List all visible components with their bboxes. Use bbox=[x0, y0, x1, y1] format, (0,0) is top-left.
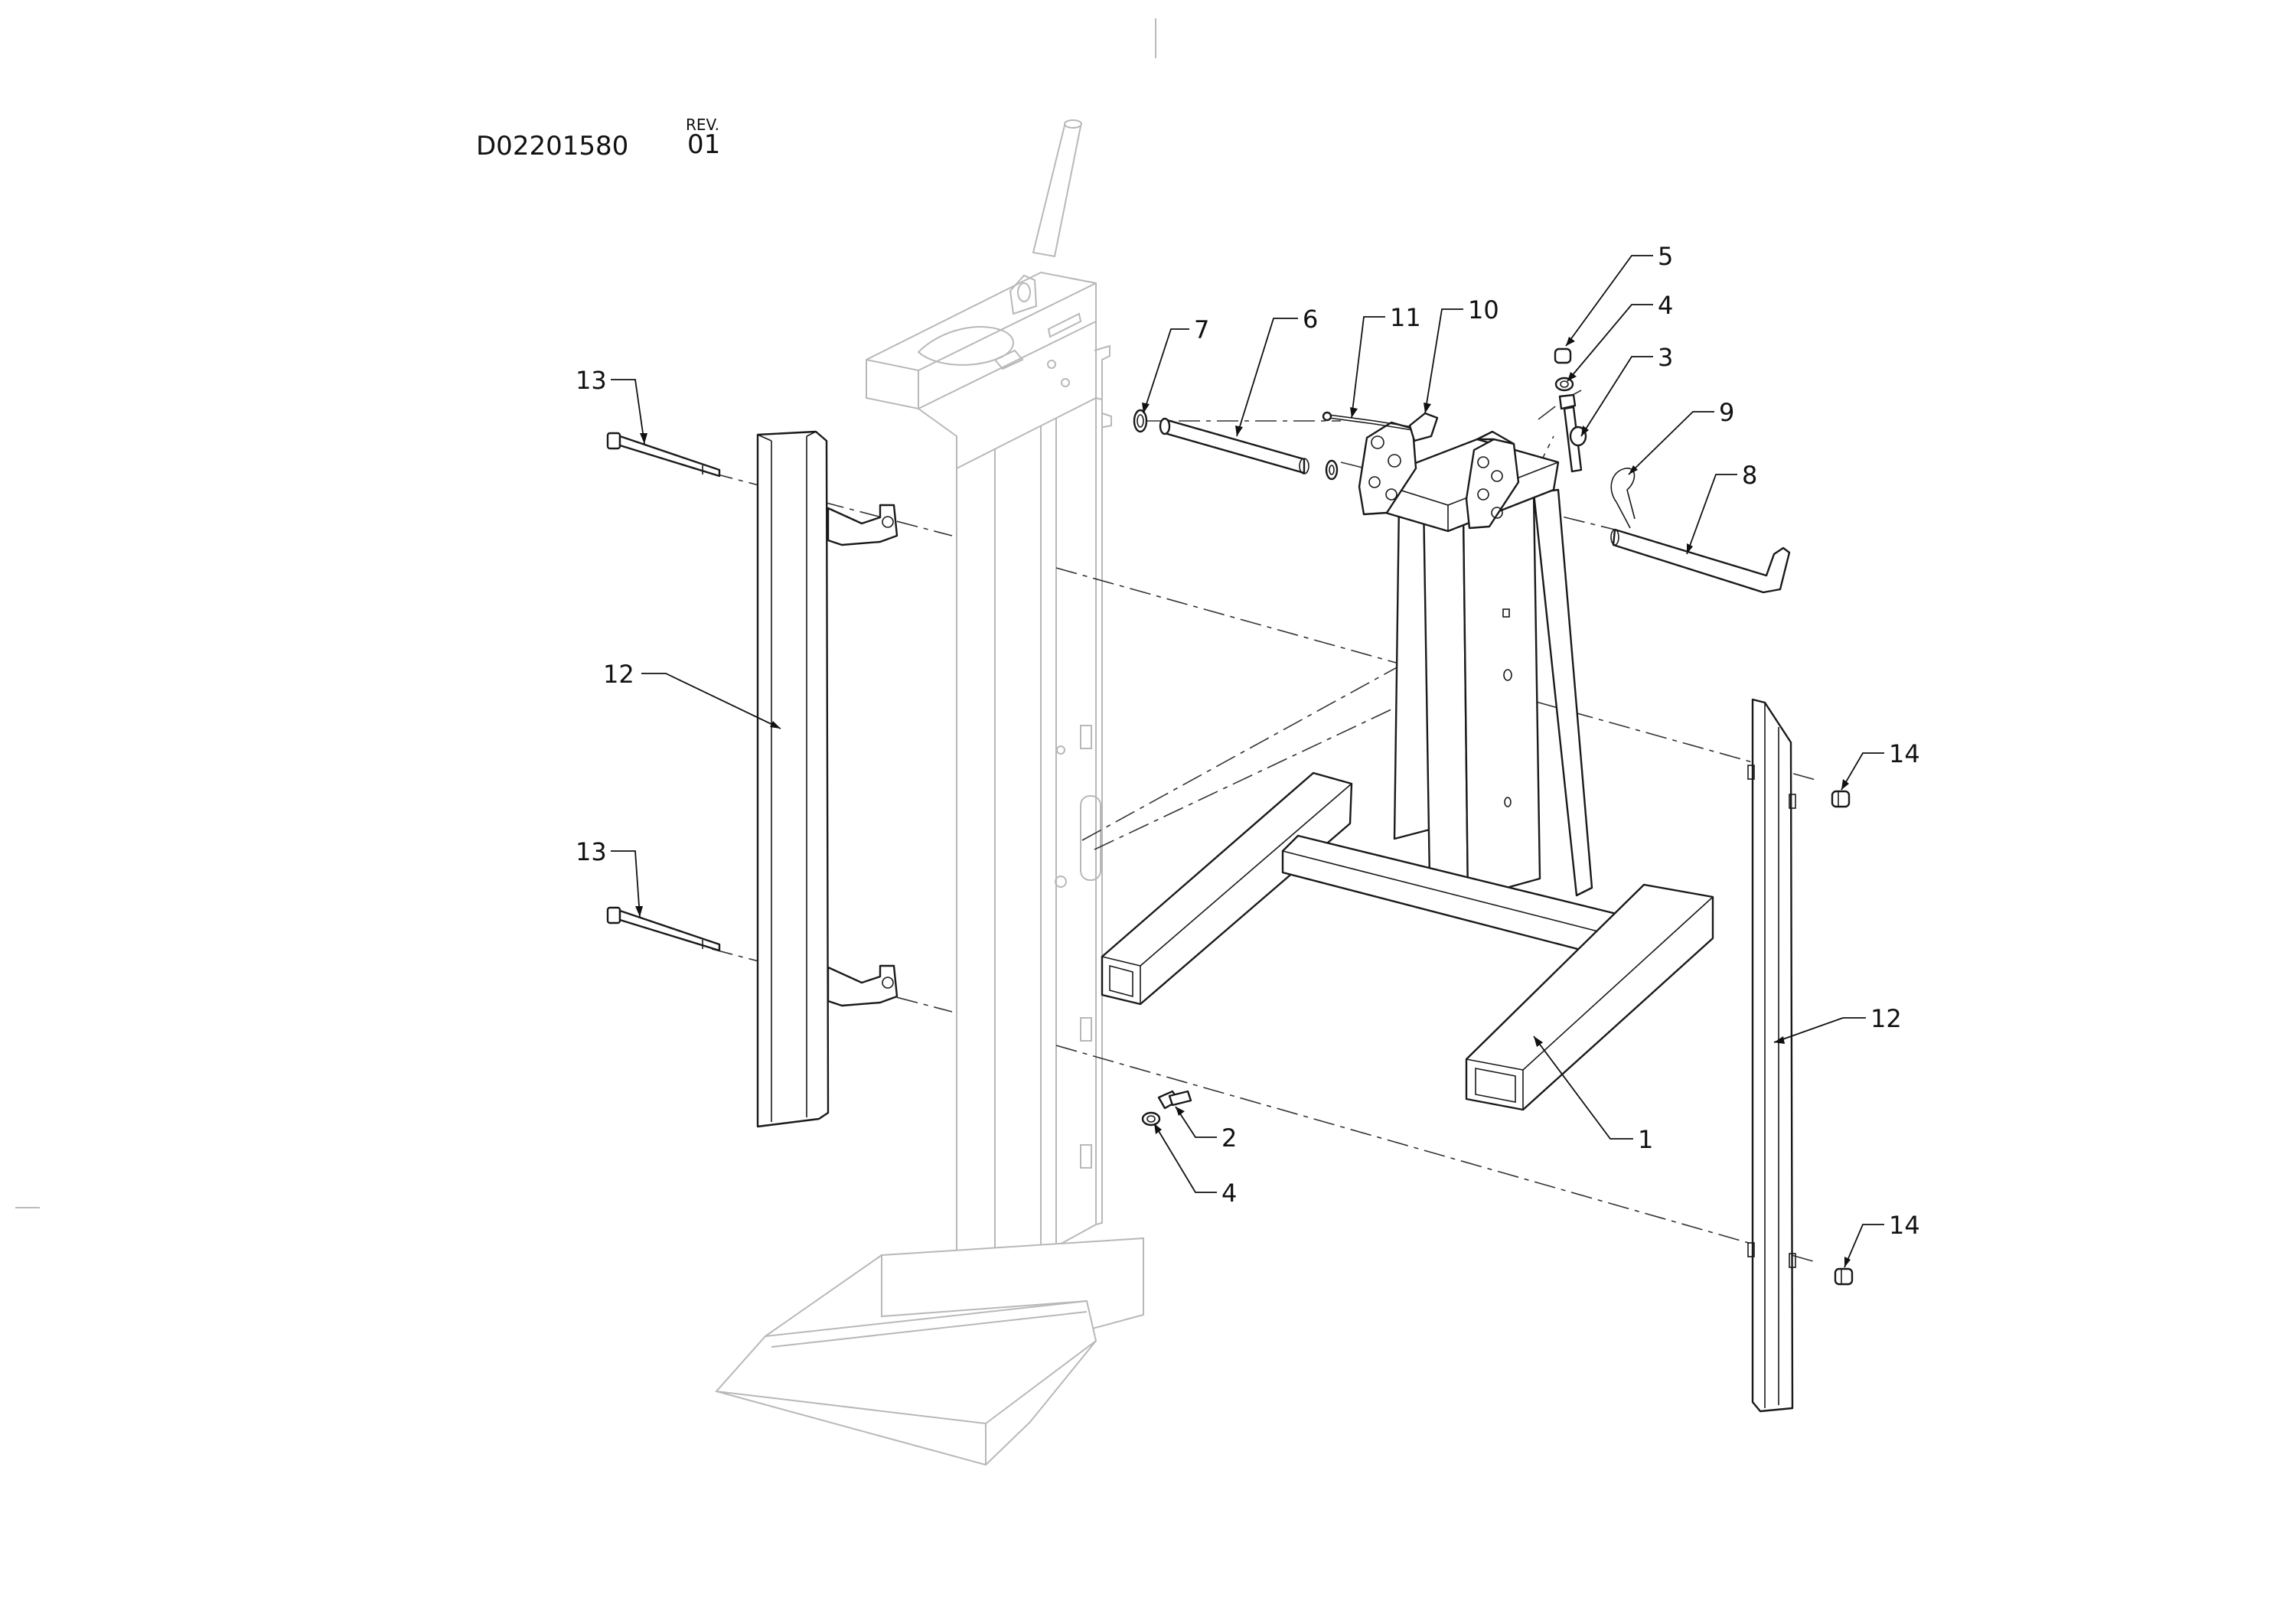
part-13-bolt-lower bbox=[606, 906, 721, 952]
part-12-right-guard bbox=[1747, 698, 1796, 1413]
callout-4-lower: 4 bbox=[1221, 1179, 1237, 1208]
callout-2: 2 bbox=[1221, 1123, 1237, 1153]
leaders bbox=[611, 255, 1884, 1268]
part-6-pin bbox=[1159, 417, 1309, 474]
part-4-washer-lower bbox=[1141, 1111, 1161, 1127]
callout-8: 8 bbox=[1742, 461, 1757, 490]
callout-7: 7 bbox=[1194, 315, 1209, 344]
ring-near-pin bbox=[1325, 459, 1339, 481]
part-14-nut-upper bbox=[1831, 790, 1851, 808]
callout-9: 9 bbox=[1719, 398, 1734, 427]
callout-13-lower: 13 bbox=[576, 837, 607, 866]
part-10-clip bbox=[1408, 412, 1439, 442]
part-8-l-pin bbox=[1610, 528, 1791, 594]
callout-10: 10 bbox=[1468, 295, 1499, 324]
callout-12-right: 12 bbox=[1870, 1004, 1902, 1033]
callout-labels: 1 2 3 4 4 5 6 7 8 9 10 11 12 12 13 13 14… bbox=[576, 242, 1920, 1240]
part-9-hitch-clip bbox=[1610, 468, 1636, 529]
callout-12-left: 12 bbox=[603, 660, 634, 689]
callout-13-upper: 13 bbox=[576, 366, 607, 395]
part-4-washer-upper bbox=[1554, 377, 1574, 392]
callout-3: 3 bbox=[1658, 343, 1673, 372]
callout-5: 5 bbox=[1658, 242, 1673, 271]
callout-1: 1 bbox=[1638, 1125, 1653, 1154]
part-2-bolt bbox=[1157, 1090, 1192, 1110]
callout-11: 11 bbox=[1390, 303, 1421, 332]
revision-value: 01 bbox=[687, 129, 720, 160]
callout-4-upper: 4 bbox=[1658, 291, 1673, 320]
revision-label: REV. bbox=[686, 116, 719, 134]
part-7-ring bbox=[1133, 409, 1148, 433]
reference-column-ghost bbox=[715, 119, 1144, 1466]
part-12-left-guard bbox=[756, 430, 899, 1128]
part-14-nut-lower bbox=[1834, 1267, 1854, 1286]
part-1-stand-frame bbox=[1101, 421, 1714, 1111]
callout-14-upper: 14 bbox=[1889, 739, 1920, 768]
part-5-cap bbox=[1554, 347, 1572, 364]
part-11-lanyard bbox=[1322, 411, 1414, 431]
drawing-number: D02201580 bbox=[476, 131, 628, 161]
part-13-bolt-upper bbox=[606, 432, 721, 478]
callout-14-lower: 14 bbox=[1889, 1211, 1920, 1240]
callout-6: 6 bbox=[1303, 305, 1318, 334]
